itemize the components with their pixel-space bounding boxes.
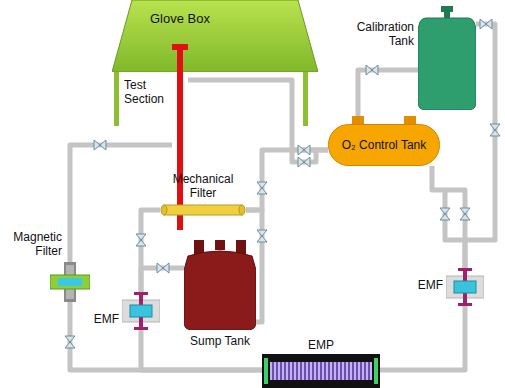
valve-symbol	[257, 182, 267, 194]
valve-symbol	[366, 65, 378, 75]
magnetic-filter-shape	[50, 262, 90, 302]
valve-symbol	[298, 145, 310, 155]
valve-symbol	[65, 336, 75, 348]
component-label: Sump Tank	[180, 334, 260, 348]
test-section: Test Section	[172, 44, 188, 230]
component-label: EMF	[92, 312, 119, 326]
valve-symbol	[136, 234, 146, 246]
valve-symbol	[440, 208, 450, 220]
test-section-shape	[172, 44, 188, 230]
glove-box: Glove Box	[112, 0, 318, 72]
valve-symbol	[480, 19, 492, 29]
valve-symbol	[157, 263, 169, 273]
pipe-line	[141, 330, 262, 370]
valve-symbol	[94, 140, 106, 150]
component-label: EMP	[291, 338, 351, 352]
calibration-tank: Calibration Tank	[418, 6, 476, 110]
emf-flowmeter-shape	[122, 292, 160, 330]
mechanical-filter: Mechanical Filter	[160, 204, 246, 216]
valve-symbol	[257, 230, 267, 242]
glove-box-leg	[114, 70, 119, 126]
valve-symbol	[460, 208, 470, 220]
pipe-line	[141, 210, 160, 292]
valve-symbol	[490, 124, 500, 136]
component-label: Mechanical Filter	[165, 172, 241, 200]
glove-box-shape	[112, 0, 318, 72]
em-pump: EMP	[262, 354, 380, 388]
valve-symbol	[298, 157, 310, 167]
pipe-line	[358, 70, 418, 116]
sump-tank: Sump Tank	[184, 240, 256, 330]
glove-box-leg	[303, 70, 308, 126]
component-label: O₂ Control Tank	[328, 124, 440, 166]
emf-flowmeter-shape	[446, 268, 484, 306]
component-label: Calibration Tank	[354, 20, 414, 48]
o2-control-tank: O₂ Control Tank	[328, 116, 440, 166]
bypass-pipe	[292, 150, 316, 162]
em-pump-shape	[262, 354, 380, 388]
emf-flowmeter: EMF	[446, 268, 484, 306]
component-label: Magnetic Filter	[8, 230, 62, 258]
component-label: Glove Box	[150, 12, 210, 26]
pipe-line	[380, 306, 465, 370]
magnetic-filter: Magnetic Filter	[50, 262, 90, 302]
sump-tank-shape	[184, 240, 256, 330]
pipe-line	[246, 150, 328, 210]
calibration-tank-shape	[418, 6, 476, 110]
pipe-line	[141, 268, 184, 292]
emf-flowmeter: EMF	[122, 292, 160, 330]
mechanical-filter-shape	[160, 204, 246, 216]
pipe-line	[70, 145, 172, 262]
component-label: EMF	[415, 278, 443, 292]
bypass-pipe	[445, 190, 465, 240]
component-label: Test Section	[124, 78, 168, 106]
pipe-line	[432, 166, 465, 268]
